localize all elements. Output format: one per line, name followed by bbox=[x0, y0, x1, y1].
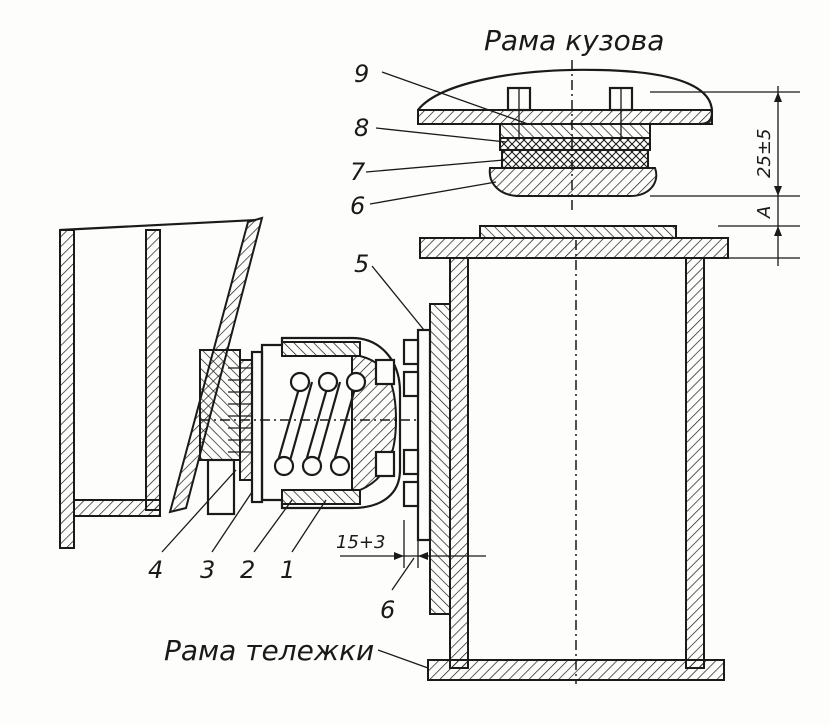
dimension-height: 25±5 bbox=[754, 129, 775, 178]
label-part-8: 8 bbox=[354, 114, 369, 142]
label-body-frame: Рама кузова bbox=[484, 24, 664, 57]
label-part-6-top: 6 bbox=[350, 192, 365, 220]
dimension-a: A bbox=[754, 206, 775, 219]
spring-buffer bbox=[200, 336, 420, 510]
label-part-2: 2 bbox=[240, 556, 255, 584]
label-part-7: 7 bbox=[350, 158, 366, 186]
left-bracket bbox=[59, 216, 264, 549]
label-part-6-bottom: 6 bbox=[380, 596, 395, 624]
label-part-9: 9 bbox=[354, 60, 369, 88]
leader-lines bbox=[161, 71, 800, 669]
label-part-3: 3 bbox=[200, 556, 215, 584]
label-part-4: 4 bbox=[148, 556, 163, 584]
label-part-1: 1 bbox=[280, 556, 295, 584]
label-bogie-frame: Рама тележки bbox=[164, 634, 374, 667]
dimension-gap: 15+3 bbox=[336, 532, 385, 553]
label-part-5: 5 bbox=[354, 250, 369, 278]
bogie-frame-box bbox=[402, 225, 729, 684]
body-frame-support bbox=[417, 60, 714, 210]
coil-spring bbox=[273, 371, 367, 477]
washer-stack bbox=[228, 367, 252, 453]
